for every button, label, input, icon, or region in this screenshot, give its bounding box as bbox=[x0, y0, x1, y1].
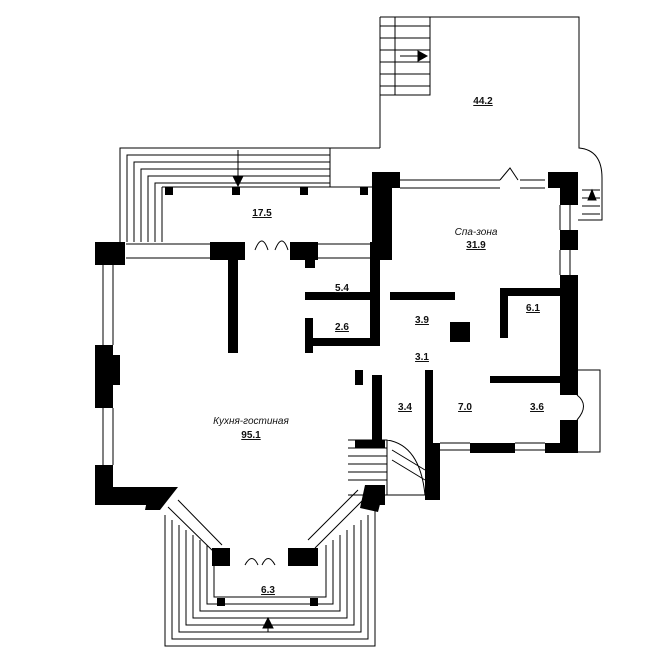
area-kitchen: 95.1 bbox=[241, 430, 261, 441]
area-terrace-top: 44.2 bbox=[473, 96, 493, 107]
room-name-kitchen: Кухня-гостиная bbox=[213, 416, 289, 427]
area-bath: 3.9 bbox=[415, 315, 429, 326]
door-swing-icon bbox=[254, 240, 289, 251]
arrow-right-icon bbox=[400, 50, 429, 62]
top-stairs bbox=[380, 16, 431, 96]
outlines bbox=[102, 16, 603, 647]
area-room-7: 7.0 bbox=[458, 402, 472, 413]
area-stair-room: 3.4 bbox=[398, 402, 412, 413]
arrow-up-icon-right bbox=[587, 188, 597, 201]
arrows bbox=[232, 50, 597, 632]
right-balcony bbox=[577, 369, 601, 453]
terrace-top-outline bbox=[380, 16, 603, 221]
area-veranda: 17.5 bbox=[252, 208, 272, 219]
veranda-steps bbox=[119, 147, 330, 242]
area-room-6: 6.1 bbox=[526, 303, 540, 314]
area-hall: 3.1 bbox=[415, 352, 429, 363]
arrow-down-icon bbox=[232, 150, 244, 188]
area-storage-a: 5.4 bbox=[335, 283, 349, 294]
windows bbox=[102, 179, 571, 465]
arrow-up-icon bbox=[262, 616, 274, 632]
area-spa: 31.9 bbox=[466, 240, 486, 251]
room-name-spa: Спа-зона bbox=[454, 227, 498, 238]
area-porch: 6.3 bbox=[261, 585, 275, 596]
area-storage-b: 2.6 bbox=[335, 322, 349, 333]
inner-stairs bbox=[348, 439, 426, 496]
area-room-36: 3.6 bbox=[530, 402, 544, 413]
walls bbox=[95, 172, 578, 606]
